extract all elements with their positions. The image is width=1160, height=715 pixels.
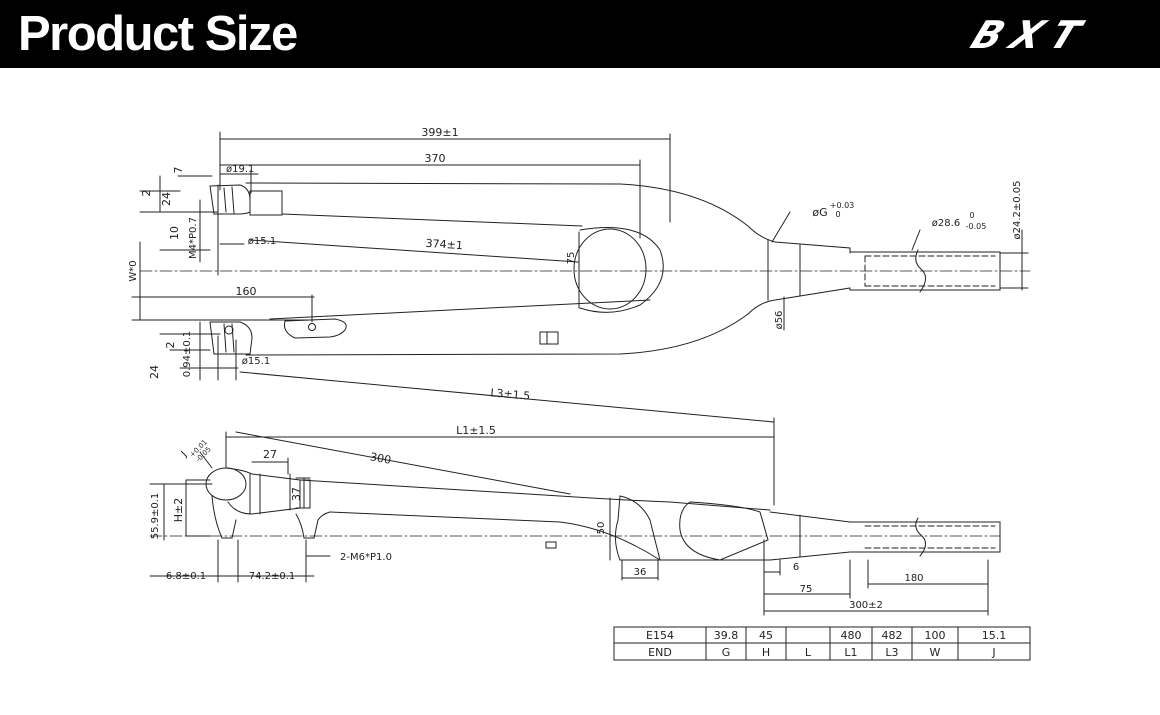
dim-g-tol: +0.03 <box>830 201 855 210</box>
dim-399: 399±1 <box>421 126 458 139</box>
dim-300a: 300 <box>369 450 392 466</box>
dim-55-9: 55.9±0.1 <box>150 493 161 540</box>
side-view <box>149 431 1001 616</box>
table-cell: 480 <box>841 629 862 642</box>
table-cell: L <box>805 646 812 659</box>
table-cell: 45 <box>759 629 773 642</box>
dim-27: 27 <box>263 448 277 461</box>
dim-75b: 75 <box>800 584 813 595</box>
dim-2b: 2 <box>164 342 177 349</box>
page-title: Product Size <box>18 7 298 61</box>
dim-l1: L1±1.5 <box>456 424 496 437</box>
dim-37: 37 <box>290 487 303 501</box>
dim-w: W*0 <box>128 260 139 281</box>
dim-15-1b: ø15.1 <box>242 356 270 367</box>
table-cell: 15.1 <box>982 629 1007 642</box>
dim-24-2: ø24.2±0.05 <box>1012 180 1023 239</box>
table-cell: L3 <box>885 646 898 659</box>
dim-180: 180 <box>904 573 923 584</box>
bxt-logo: BXT <box>965 13 1097 52</box>
dim-36: 36 <box>634 567 647 578</box>
dim-74-2: 74.2±0.1 <box>249 571 296 582</box>
dim-j: J <box>179 449 190 460</box>
dim-h: H±2 <box>172 498 185 523</box>
header-bar: Product Size BXT <box>0 0 1160 68</box>
table-cell: G <box>722 646 731 659</box>
spec-table: E154 39.8 45 480 482 100 15.1 END G H L … <box>646 629 1006 659</box>
dim-15-1a: ø15.1 <box>248 236 276 247</box>
dim-370: 370 <box>425 152 446 165</box>
table-cell: 39.8 <box>714 629 739 642</box>
top-view <box>131 131 1031 506</box>
logo-text: BXT <box>965 13 1097 52</box>
dim-160: 160 <box>236 285 257 298</box>
dim-50: 50 <box>596 522 607 535</box>
dim-28-6-tol-low: -0.05 <box>966 222 987 231</box>
dim-6-8: 6.8±0.1 <box>166 571 206 582</box>
table-cell: 482 <box>882 629 903 642</box>
table-cell: END <box>648 646 672 659</box>
dim-g-tol-low: 0 <box>835 210 840 219</box>
table-cell: 100 <box>925 629 946 642</box>
table-cell: L1 <box>844 646 857 659</box>
dim-300b: 300±2 <box>849 600 883 611</box>
dim-75: 75 <box>566 252 577 265</box>
table-cell: W <box>930 646 941 659</box>
dim-56: ø56 <box>774 311 785 330</box>
dim-7: 7 <box>172 167 185 174</box>
dim-m6: 2-M6*P1.0 <box>340 552 392 563</box>
dim-g: øG <box>812 206 827 219</box>
dim-374: 374±1 <box>425 237 463 253</box>
dim-24b: 24 <box>148 365 161 379</box>
table-cell: H <box>762 646 770 659</box>
dim-24a: 24 <box>160 192 173 206</box>
table-cell: E154 <box>646 629 674 642</box>
dim-10: 10 <box>168 226 181 240</box>
dim-28-6: ø28.6 <box>932 218 960 229</box>
dim-6: 6 <box>793 562 799 573</box>
dim-2a: 2 <box>140 190 153 197</box>
table-cell: J <box>991 646 995 659</box>
dim-m4: M4*P0.7 <box>188 217 199 259</box>
dim-0-94: 0.94±0.1 <box>182 331 193 378</box>
frame-drawing: 399±1 370 ø19.1 7 2 24 10 M4*P0.7 ø15.1 … <box>128 126 1031 661</box>
dim-19-1: ø19.1 <box>226 164 254 175</box>
dim-l3: L3±1.5 <box>490 386 531 402</box>
spec-table-grid <box>613 626 1031 661</box>
dim-28-6-tol: 0 <box>969 211 974 220</box>
